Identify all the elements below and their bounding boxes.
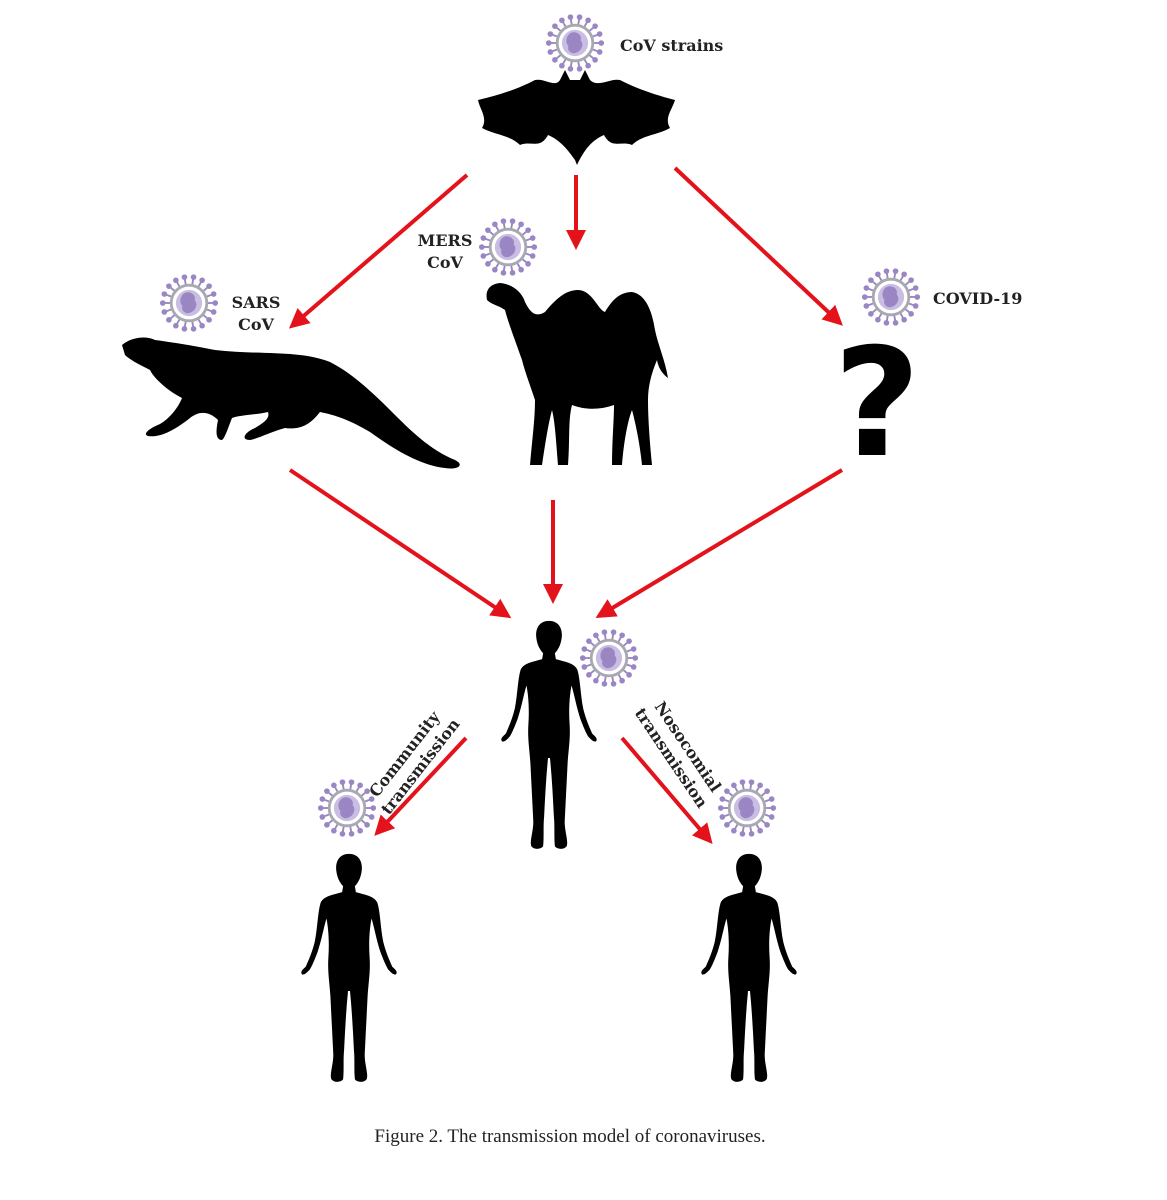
cov-strains-label: CoV strains <box>620 36 723 55</box>
arrow-nosocomial-transmission <box>620 736 713 845</box>
camel-silhouette <box>486 283 668 465</box>
arrow-bat-to-civet <box>288 173 469 329</box>
human-infected-silhouette <box>501 620 597 849</box>
figure-caption: Figure 2. The transmission model of coro… <box>374 1126 765 1147</box>
virus-icon <box>159 273 219 333</box>
virus-icon <box>545 13 605 73</box>
human-community-silhouette <box>301 853 397 1082</box>
sars-label-line1: SARS <box>232 293 281 312</box>
arrow-community-transmission <box>374 736 468 836</box>
mers-label-line2: CoV <box>427 253 463 272</box>
human-nosocomial-silhouette <box>701 853 797 1082</box>
mers-label-line1: MERS <box>418 231 473 250</box>
arrow-civet-to-human <box>288 468 512 619</box>
sars-label-line2: CoV <box>238 315 274 334</box>
arrows <box>288 166 844 845</box>
civet-silhouette <box>122 337 460 469</box>
bat-silhouette <box>478 70 675 165</box>
virus-icon <box>717 778 777 838</box>
arrow-bat-to-unknown <box>673 166 843 326</box>
arrow-unknown-to-human <box>595 468 844 619</box>
virus-icon <box>478 217 538 277</box>
virus-icon <box>579 628 639 688</box>
unknown-host-question-mark: ? <box>833 317 920 491</box>
covid-19-label: COVID-19 <box>933 289 1022 308</box>
